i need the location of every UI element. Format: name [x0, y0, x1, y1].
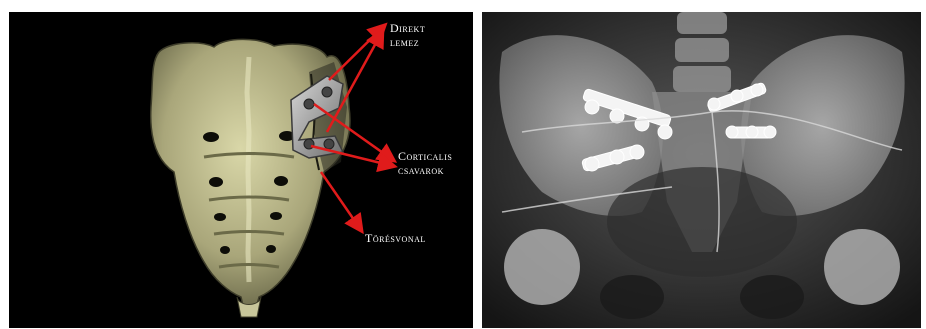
xray-image: [482, 12, 921, 328]
pelvic-inlet: [607, 167, 797, 277]
right-obturator: [740, 275, 804, 319]
label-cortical-screws: Corticalis csavarok: [398, 149, 452, 177]
left-obturator: [600, 275, 664, 319]
label-fracture-line: Törésvonal: [365, 231, 426, 245]
sacral-crest: [247, 57, 249, 282]
label-direct-plate: Direkt lemez: [390, 21, 425, 49]
sacrum-3d-panel: Direkt lemez Corticalis csavarok Törésvo…: [9, 12, 473, 328]
lumbar-spine: [673, 12, 731, 92]
right-femoral-head: [824, 229, 900, 305]
pelvic-xray-panel: [482, 12, 921, 328]
left-femoral-head: [504, 229, 580, 305]
